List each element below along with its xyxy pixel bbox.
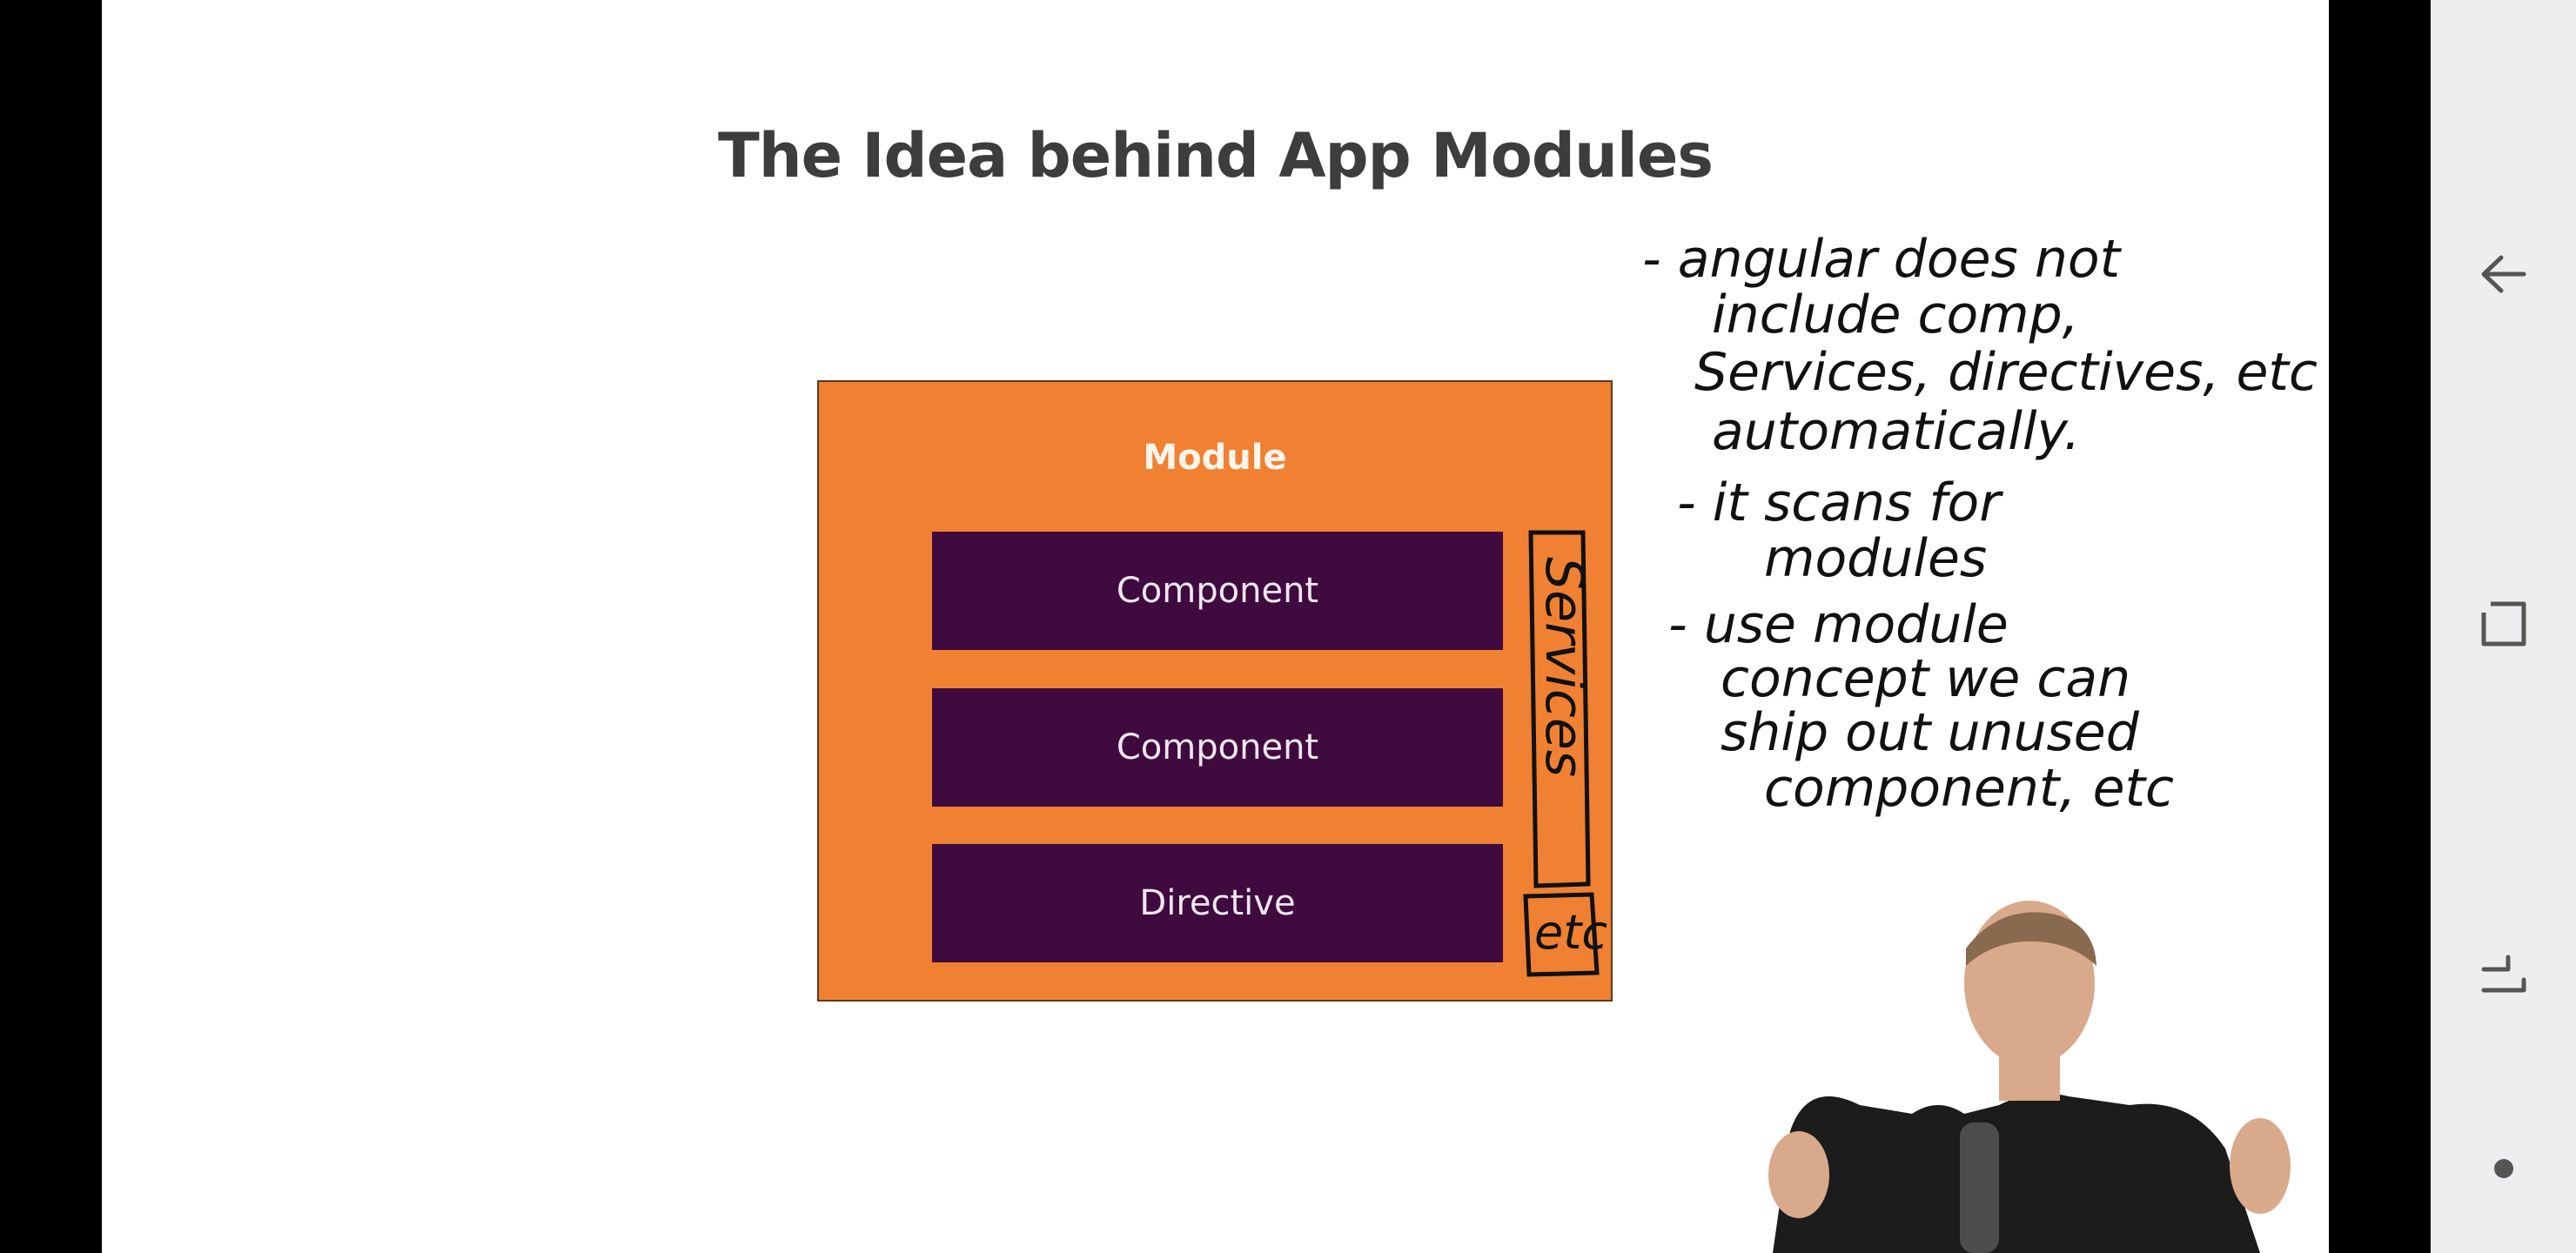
note-line-5: - it scans for: [1677, 472, 2003, 533]
component-block-1: Component: [932, 532, 1503, 650]
overview-icon: [2481, 955, 2526, 993]
note-line-3: Services, directives, etc: [1694, 342, 2318, 403]
services-box-outline: [1528, 530, 1591, 888]
slide: The Idea behind App Modules Module Compo…: [102, 0, 2329, 1253]
note-line-10: component, etc: [1764, 758, 2174, 819]
letterbox-bar: [2329, 0, 2431, 1253]
note-line-1: - angular does not: [1642, 229, 2123, 290]
back-button[interactable]: [2431, 226, 2576, 322]
back-arrow-icon: [2481, 255, 2526, 293]
etc-label: etc: [1534, 905, 1607, 960]
note-line-2: include comp,: [1712, 285, 2079, 345]
home-button[interactable]: [2431, 576, 2576, 672]
etc-box-outline: [1523, 892, 1600, 977]
dot-icon: [2493, 1159, 2513, 1178]
nav-dot-button[interactable]: [2431, 1121, 2576, 1216]
note-line-8: concept we can: [1721, 648, 2130, 709]
module-box: Module Component Component Directive: [817, 380, 1613, 1002]
handwritten-annotations: Services etc - angular does not include …: [1523, 229, 2318, 977]
note-line-4: automatically.: [1712, 401, 2080, 462]
note-line-7: - use module: [1668, 594, 2009, 655]
module-label: Module: [1143, 438, 1287, 478]
recents-button[interactable]: [2431, 928, 2576, 1023]
directive-block: Directive: [932, 844, 1503, 962]
android-nav-bar: [2431, 0, 2576, 1253]
component-block-2: Component: [932, 688, 1503, 807]
note-line-6: modules: [1764, 528, 1987, 589]
note-line-9: ship out unused: [1721, 702, 2140, 763]
recents-icon: [2481, 601, 2526, 647]
services-label: Services: [1533, 557, 1594, 777]
slide-title: The Idea behind App Modules: [718, 120, 1714, 191]
presenter-video: [1738, 888, 2329, 1253]
